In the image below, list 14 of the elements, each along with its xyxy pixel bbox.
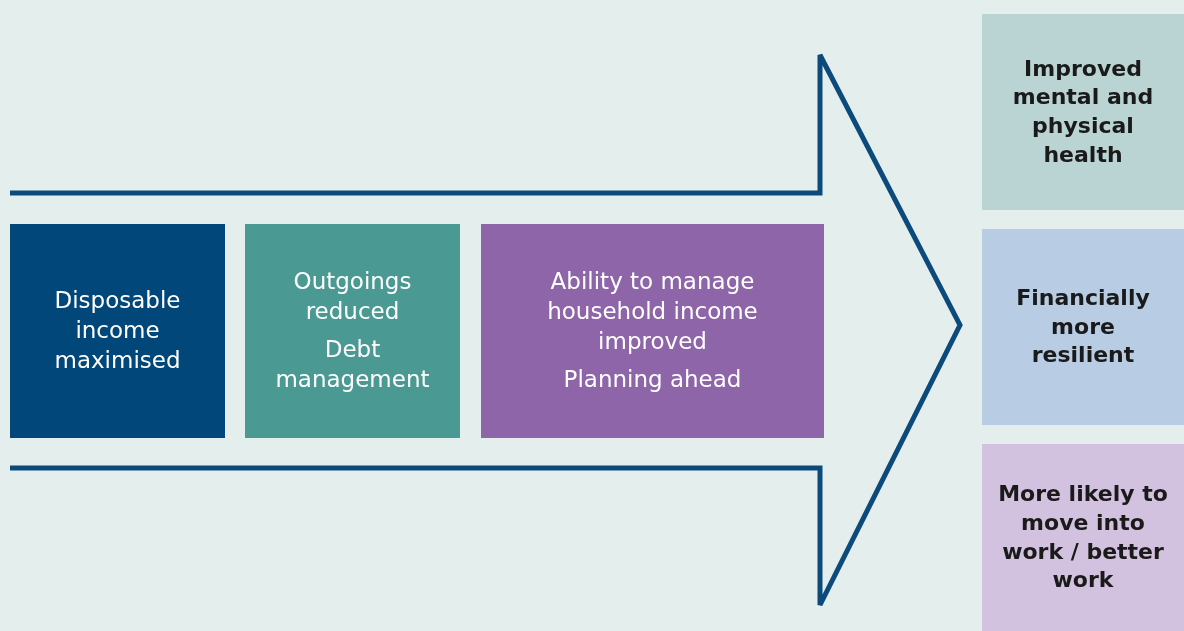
outcome-box [982, 444, 1184, 631]
box-text: Improved mental and physical health [1011, 54, 1155, 169]
box-text: Planning ahead [563, 364, 742, 394]
outcome-box [982, 14, 1184, 210]
box-text: Outgoings reduced [292, 267, 413, 327]
box-text: Disposable income maximised [53, 286, 182, 375]
box-text: Ability to manage household income improved [546, 267, 759, 356]
process-box [10, 224, 225, 438]
process-box [245, 224, 460, 438]
box-text: Debt management [274, 335, 431, 394]
box-text: More likely to move into work / better work [997, 480, 1169, 595]
process-box [481, 224, 824, 438]
outcome-box [982, 229, 1184, 425]
box-text: Financially more resilient [1015, 284, 1151, 370]
